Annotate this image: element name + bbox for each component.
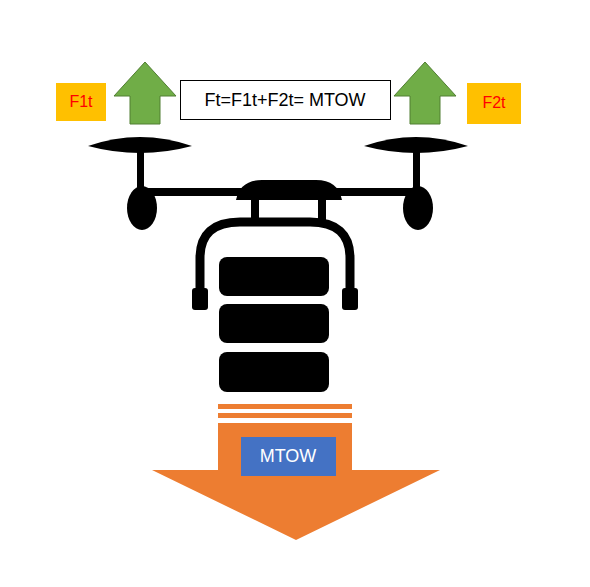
motor-shaft xyxy=(137,150,144,190)
thrust-arrow xyxy=(394,62,456,124)
arrow-body xyxy=(152,423,440,540)
motor-pod xyxy=(127,186,157,230)
battery-block xyxy=(219,257,329,296)
box-label: F2t xyxy=(482,94,505,112)
arrow-stripe xyxy=(218,413,352,418)
box-label: F1t xyxy=(69,93,92,111)
drone-body xyxy=(236,180,342,200)
thrust-arrow xyxy=(114,62,176,124)
motor-pod xyxy=(403,186,433,230)
frame-foot xyxy=(342,288,358,310)
frame-foot xyxy=(192,288,208,310)
drone xyxy=(88,137,468,230)
battery-block xyxy=(219,304,329,343)
force-label-box: F2t xyxy=(467,83,521,124)
motor-shaft xyxy=(413,150,420,190)
frame-strut xyxy=(255,200,322,222)
weight-arrow xyxy=(152,404,440,540)
weight-label-box: MTOW xyxy=(241,437,336,476)
box-label: Ft=F1t+F2t= MTOW xyxy=(204,90,365,111)
landing-frame xyxy=(200,222,350,300)
arrow-stripe xyxy=(218,404,352,409)
box-label: MTOW xyxy=(260,446,317,467)
battery-block xyxy=(219,352,329,392)
force-label-box: F1t xyxy=(56,83,106,121)
formula-box: Ft=F1t+F2t= MTOW xyxy=(180,80,391,120)
